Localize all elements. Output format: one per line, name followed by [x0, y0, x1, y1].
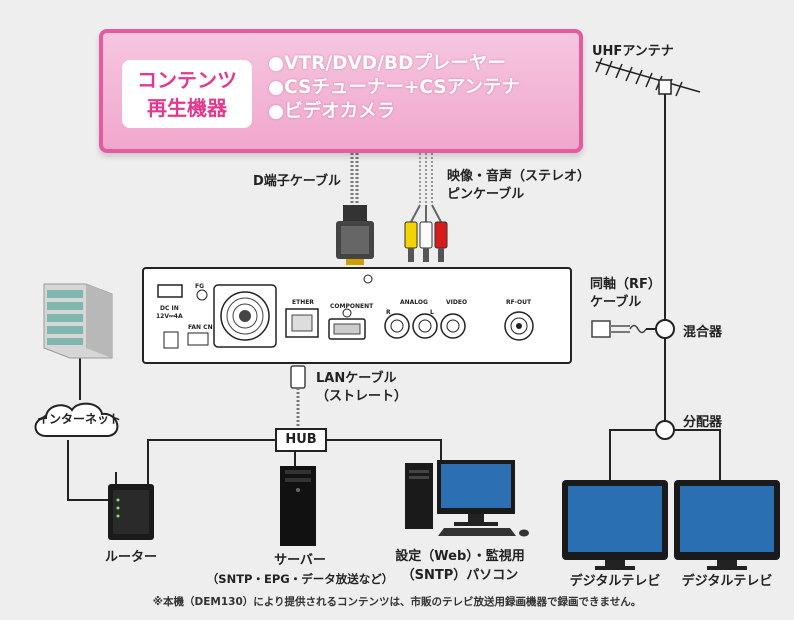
server-label-line2: （SNTP・EPG・データ放送など）	[206, 572, 394, 586]
pc-label: 設定（Web）・監視用 （SNTP）パソコン	[380, 547, 540, 585]
analog-r-label: R	[386, 309, 391, 316]
splitter-node	[655, 420, 675, 440]
internet-label: インターネット	[36, 412, 121, 426]
dc-in-label: DC IN	[160, 305, 179, 312]
digital-tv-icon	[674, 480, 780, 570]
fan-cn-label: FAN CN	[188, 324, 213, 331]
d-cable	[336, 153, 374, 265]
pin-cable-label-line2: ピンケーブル	[447, 187, 525, 202]
content-source-item: ●VTR/DVD/BDプレーヤー	[268, 53, 506, 74]
title-line-2: 再生機器	[147, 96, 227, 120]
footnote: ※本機（DEM130）により提供されるコンテンツは、市販のテレビ放送用録画機器で…	[152, 596, 642, 608]
pin-cable-label-line1: 映像・音声（ステレオ）	[447, 169, 591, 184]
d-cable-label: D端子ケーブル	[253, 174, 342, 189]
server-rack-icon	[43, 283, 113, 359]
video-label: VIDEO	[446, 299, 468, 306]
rear-panel-ports	[157, 274, 534, 349]
hub-box: HUB	[275, 428, 327, 452]
title-line-1: コンテンツ	[137, 68, 237, 92]
coax-label-line1: 同軸（RF）	[590, 277, 661, 292]
content-source-item: ●ビデオカメラ	[268, 101, 396, 122]
tv-label: デジタルテレビ	[569, 574, 661, 589]
internet-cloud-icon	[34, 402, 119, 437]
pin-cable-label: 映像・音声（ステレオ） ピンケーブル	[447, 168, 590, 204]
mixer-label: 混合器	[683, 325, 723, 340]
server-label-line1: サーバー	[274, 553, 326, 568]
router-icon	[108, 472, 154, 540]
dem130-rear-panel: FG DC IN 12V⎓4A FAN CN ETHER COMPONENT A…	[142, 267, 572, 364]
pin-cable	[404, 153, 448, 262]
lan-cable	[290, 365, 306, 428]
mixer-node	[655, 319, 675, 339]
pc-icon	[405, 460, 529, 537]
analog-l-label: L	[430, 309, 434, 316]
coax-label-line2: ケーブル	[590, 295, 642, 310]
coax-cable-label: 同軸（RF） ケーブル	[590, 276, 661, 312]
content-source-list: ●VTR/DVD/BDプレーヤー ●CSチューナー+CSアンテナ ●ビデオカメラ	[268, 52, 520, 124]
component-label: COMPONENT	[330, 303, 374, 310]
pc-label-line1: 設定（Web）・監視用	[395, 549, 525, 564]
coax-cable	[591, 320, 656, 338]
lan-label-line1: LANケーブル	[316, 371, 397, 386]
tv-label: デジタルテレビ	[681, 574, 773, 589]
digital-tv-icon	[562, 480, 668, 570]
splitter-label: 分配器	[683, 415, 723, 430]
content-player-title: コンテンツ 再生機器	[122, 60, 252, 128]
rf-out-label: RF-OUT	[506, 299, 532, 306]
lan-cable-label: LANケーブル （ストレート）	[316, 370, 407, 406]
uhf-antenna-label: UHFアンテナ	[592, 44, 674, 59]
pc-label-line2: （SNTP）パソコン	[401, 568, 519, 583]
server-label: サーバー （SNTP・EPG・データ放送など）	[195, 552, 405, 588]
dc-in-rating: 12V⎓4A	[156, 313, 183, 320]
analog-label: ANALOG	[400, 299, 428, 306]
router-label: ルーター	[104, 550, 157, 565]
lan-label-line2: （ストレート）	[316, 389, 408, 404]
fg-label: FG	[195, 283, 205, 290]
uhf-antenna-icon	[595, 57, 701, 97]
ether-label: ETHER	[292, 299, 314, 306]
content-source-item: ●CSチューナー+CSアンテナ	[268, 77, 520, 98]
server-tower-icon	[280, 466, 316, 546]
